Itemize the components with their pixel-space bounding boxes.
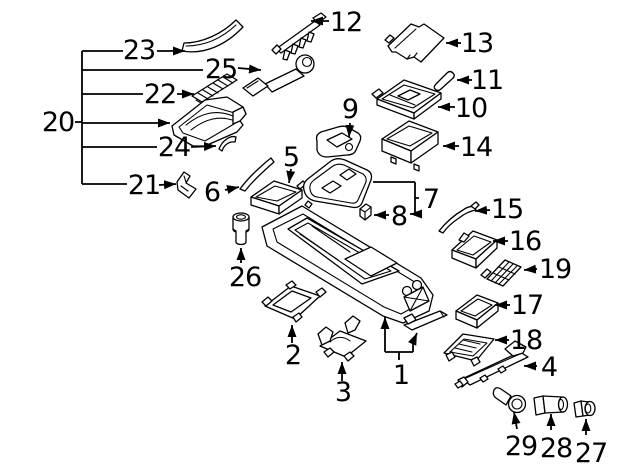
- part-12-hinge-bracket-drawing: [271, 12, 327, 61]
- leader-19: [523, 264, 538, 274]
- leader-9: [345, 122, 355, 138]
- part-8-clip-drawing: [359, 203, 372, 221]
- callout-label-22: 22: [144, 79, 176, 110]
- part-19-vent-grille-drawing: [480, 259, 522, 287]
- callout-label-14: 14: [460, 132, 492, 163]
- part-6-trim-strip-drawing: [239, 157, 275, 192]
- callout-label-26: 26: [229, 262, 261, 293]
- part-10-insert-tray-drawing: [371, 79, 442, 120]
- part-25-latch-handle-drawing: [242, 54, 315, 97]
- callout-label-4: 4: [541, 352, 557, 383]
- part-21-latch-drawing: [176, 171, 197, 199]
- part-17-storage-box-drawing: [455, 294, 499, 329]
- callout-label-8: 8: [391, 201, 407, 232]
- callout-label-17: 17: [511, 290, 543, 321]
- part-15-trim-strip-drawing: [438, 201, 480, 234]
- callout-label-2: 2: [285, 340, 301, 371]
- part-16-tray-drawing: [451, 230, 498, 269]
- bracket-1c: [385, 351, 413, 360]
- part-20-armrest-lid-drawing: [171, 96, 247, 147]
- part-26-knob-drawing: [232, 212, 250, 246]
- callout-label-29: 29: [505, 431, 537, 462]
- callout-label-1: 1: [393, 360, 409, 391]
- leader-6: [224, 185, 240, 194]
- callout-label-5: 5: [283, 142, 299, 173]
- callout-label-6: 6: [204, 177, 220, 208]
- leader-5: [286, 168, 296, 184]
- callout-leaders: [75, 16, 591, 435]
- callout-label-3: 3: [335, 377, 351, 408]
- part-4-support-rail-drawing: [454, 340, 529, 389]
- callout-label-20: 20: [42, 107, 74, 138]
- leader-21: [158, 180, 177, 190]
- part-11-damper-drawing: [433, 70, 455, 92]
- callout-label-7: 7: [423, 184, 439, 215]
- part-9-trim-plate-drawing: [315, 125, 362, 158]
- callout-label-12: 12: [330, 7, 362, 38]
- part-3-mounting-bracket-drawing: [317, 315, 367, 362]
- part-18-insert-tray-drawing: [443, 333, 495, 367]
- callout-label-11: 11: [471, 65, 503, 96]
- callout-label-23: 23: [123, 35, 155, 66]
- callout-label-28: 28: [540, 433, 572, 464]
- bracket-7: [373, 181, 419, 214]
- leader-15: [474, 205, 491, 215]
- part-1-mounting-rail-drawing: [403, 310, 448, 331]
- leader-29: [511, 411, 521, 430]
- part-24-hook-drawing: [218, 135, 237, 152]
- callout-label-18: 18: [510, 325, 542, 356]
- callout-label-27: 27: [575, 438, 607, 469]
- bracket-1b: [408, 332, 418, 352]
- part-29-power-outlet-drawing: [492, 387, 527, 414]
- bracket-20: [75, 50, 203, 185]
- part-2-bracket-drawing: [261, 280, 327, 323]
- callout-label-13: 13: [461, 28, 493, 59]
- callout-label-21: 21: [128, 170, 160, 201]
- part-23-trim-strip-drawing: [181, 19, 244, 53]
- part-13-cover-panel-drawing: [384, 23, 445, 63]
- leader-25: [237, 64, 262, 74]
- callout-label-24: 24: [158, 132, 190, 163]
- callout-label-19: 19: [539, 254, 571, 285]
- part-28-lighter-element-drawing: [533, 395, 569, 416]
- part-27-socket-cap-drawing: [573, 400, 596, 418]
- part-14-storage-box-drawing: [381, 120, 439, 172]
- leader-24: [190, 141, 217, 151]
- callout-label-9: 9: [342, 94, 358, 125]
- part-1-console-body-drawing: [261, 205, 434, 324]
- callout-label-10: 10: [455, 93, 487, 124]
- callout-label-15: 15: [491, 194, 523, 225]
- callout-label-25: 25: [205, 54, 237, 85]
- callout-label-16: 16: [509, 226, 541, 257]
- part-7-shifter-bezel-drawing: [302, 158, 373, 209]
